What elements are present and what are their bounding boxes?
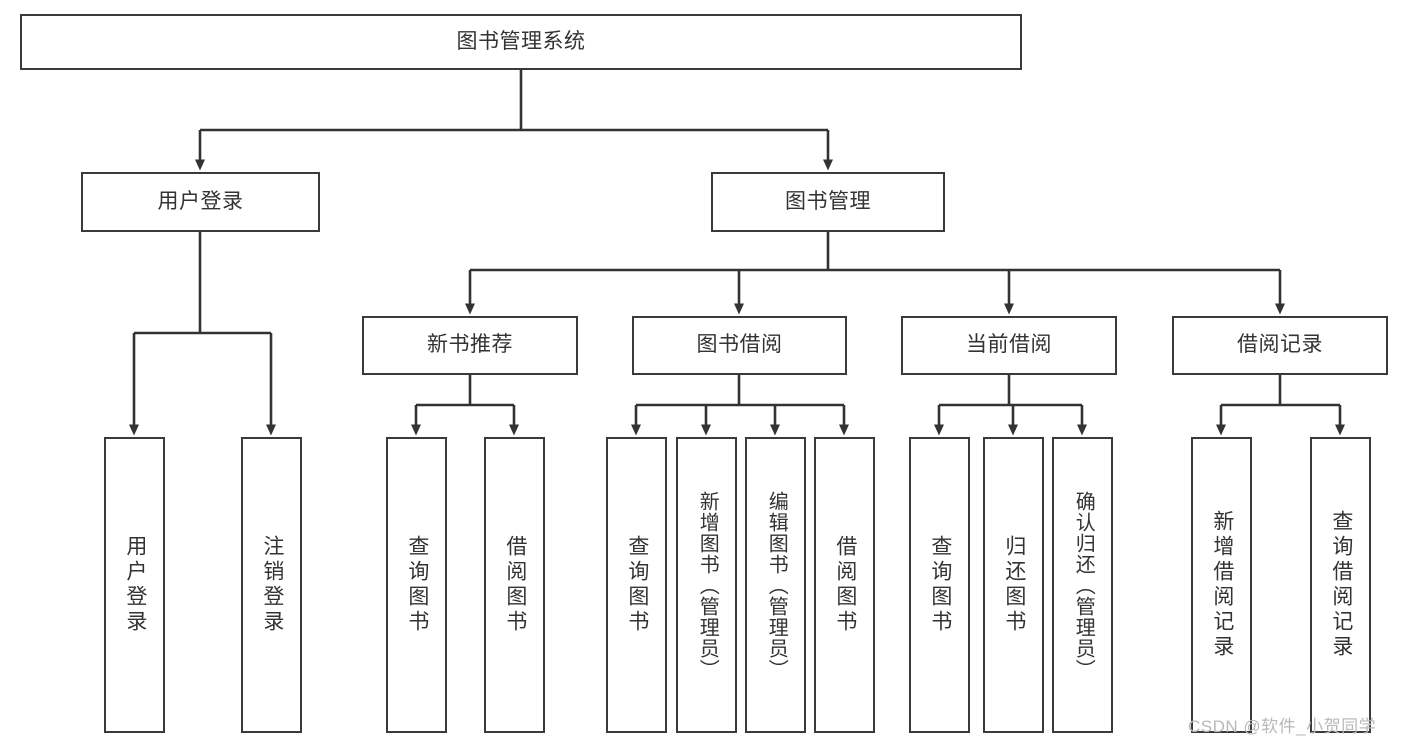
node-leaf-query-book-1[interactable]: 查询图书	[386, 437, 447, 733]
node-leaf-user-login[interactable]: 用户登录	[104, 437, 165, 733]
node-leaf-logout-login[interactable]: 注销登录	[241, 437, 302, 733]
node-leaf-query-book-3[interactable]: 查询图书	[909, 437, 970, 733]
node-leaf-query-borrow-record[interactable]: 查询借阅记录	[1310, 437, 1371, 733]
node-borrow-record[interactable]: 借阅记录	[1172, 316, 1388, 375]
node-root[interactable]: 图书管理系统	[20, 14, 1022, 70]
node-new-book-recommend[interactable]: 新书推荐	[362, 316, 578, 375]
node-book-manage[interactable]: 图书管理	[711, 172, 945, 232]
node-leaf-query-book-2[interactable]: 查询图书	[606, 437, 667, 733]
node-leaf-add-book-admin[interactable]: 新增图书（管理员）	[676, 437, 737, 733]
node-book-borrow[interactable]: 图书借阅	[632, 316, 847, 375]
node-leaf-borrow-book-2[interactable]: 借阅图书	[814, 437, 875, 733]
node-leaf-confirm-return-admin[interactable]: 确认归还（管理员）	[1052, 437, 1113, 733]
node-leaf-edit-book-admin[interactable]: 编辑图书（管理员）	[745, 437, 806, 733]
node-user-login[interactable]: 用户登录	[81, 172, 320, 232]
node-leaf-borrow-book-1[interactable]: 借阅图书	[484, 437, 545, 733]
csdn-watermark: CSDN @软件_小贺同学	[1188, 717, 1377, 736]
node-leaf-return-book[interactable]: 归还图书	[983, 437, 1044, 733]
node-current-borrow[interactable]: 当前借阅	[901, 316, 1117, 375]
node-leaf-add-borrow-record[interactable]: 新增借阅记录	[1191, 437, 1252, 733]
